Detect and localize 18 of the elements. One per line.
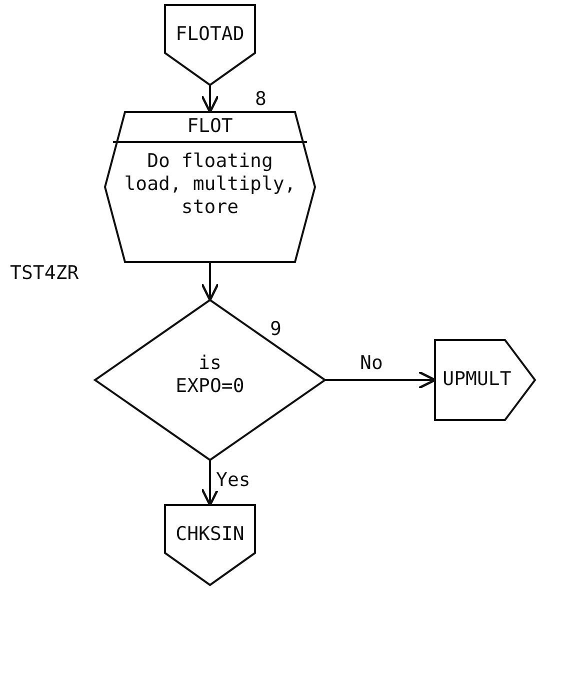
offpage-connector [435,340,535,420]
process-text: Do floating load, multiply, store [123,150,297,218]
arrow [200,262,220,302]
node-label: UPMULT [442,368,512,391]
subroutine-box [105,112,315,262]
offpage-connector [165,5,255,85]
node-label: is EXPO=0 [174,352,246,398]
step-number: 8 [255,88,266,110]
entry-label: TST4ZR [10,262,79,284]
subroutine-name: FLOT [186,115,234,138]
arrow [325,370,436,390]
node-label: CHKSIN [175,523,245,546]
step-number: 9 [270,318,282,340]
arrow [200,85,220,114]
node-label: FLOTAD [175,23,245,46]
offpage-connector [165,505,255,585]
decision-diamond [95,300,325,460]
arrow [200,460,220,506]
